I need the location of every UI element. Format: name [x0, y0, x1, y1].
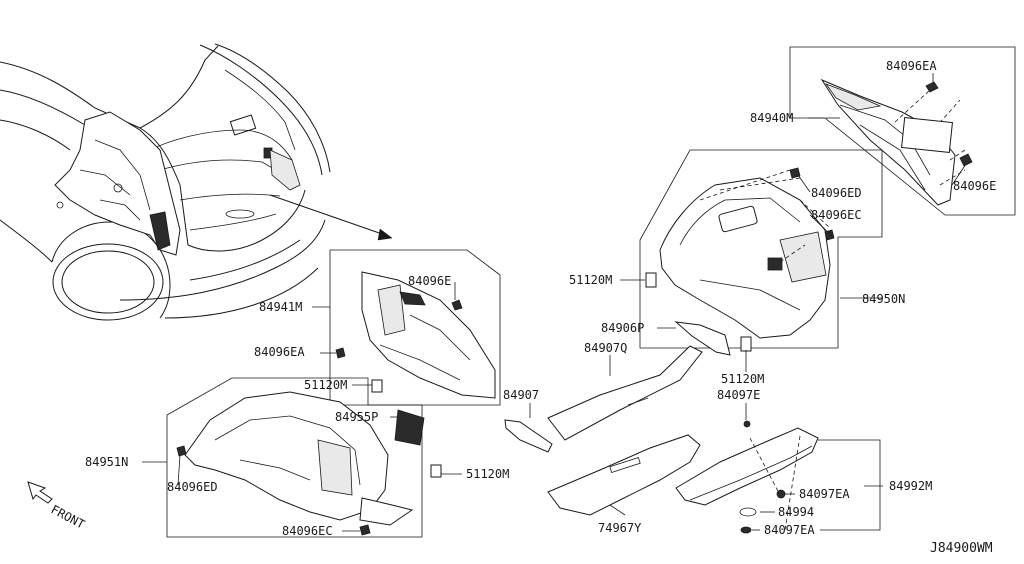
label-84096E: 84096E — [953, 179, 996, 193]
diagram-code: J84900WM — [930, 541, 993, 556]
label-84096ED: 84096ED — [167, 480, 218, 494]
vehicle-illustration — [0, 43, 393, 321]
leader-lines — [142, 73, 967, 532]
label-84096EA: 84096EA — [886, 59, 937, 73]
group-84940M — [789, 46, 1016, 216]
label-51120M: 51120M — [466, 467, 509, 481]
label-74967Y: 74967Y — [598, 521, 642, 535]
group-84950N — [639, 149, 883, 352]
label-84907: 84907 — [503, 388, 539, 402]
label-84096EC: 84096EC — [811, 208, 862, 222]
part-labels: 84096EA 84940M 84096E 84096ED 84096EC 51… — [49, 59, 997, 556]
floor-parts — [504, 321, 819, 534]
label-84096ED: 84096ED — [811, 186, 862, 200]
label-84955P: 84955P — [335, 410, 378, 424]
group-84951N — [166, 377, 442, 538]
label-front: FRONT — [49, 502, 87, 531]
label-84992M: 84992M — [889, 479, 932, 493]
front-direction-indicator — [27, 481, 53, 504]
group-84941M — [329, 249, 501, 406]
label-84906P: 84906P — [601, 321, 644, 335]
label-51120M: 51120M — [304, 378, 347, 392]
label-84950N: 84950N — [862, 292, 905, 306]
label-84940M: 84940M — [750, 111, 793, 125]
label-84097EA: 84097EA — [799, 487, 850, 501]
label-84096EC: 84096EC — [282, 524, 333, 538]
label-84907Q: 84907Q — [584, 341, 627, 355]
label-84097E: 84097E — [717, 388, 760, 402]
label-84096E: 84096E — [408, 274, 451, 288]
label-84097EA: 84097EA — [764, 523, 815, 537]
label-84941M: 84941M — [259, 300, 302, 314]
label-84096EA: 84096EA — [254, 345, 305, 359]
label-51120M: 51120M — [569, 273, 612, 287]
label-84994: 84994 — [778, 505, 814, 519]
label-84951N: 84951N — [85, 455, 128, 469]
label-51120M: 51120M — [721, 372, 764, 386]
